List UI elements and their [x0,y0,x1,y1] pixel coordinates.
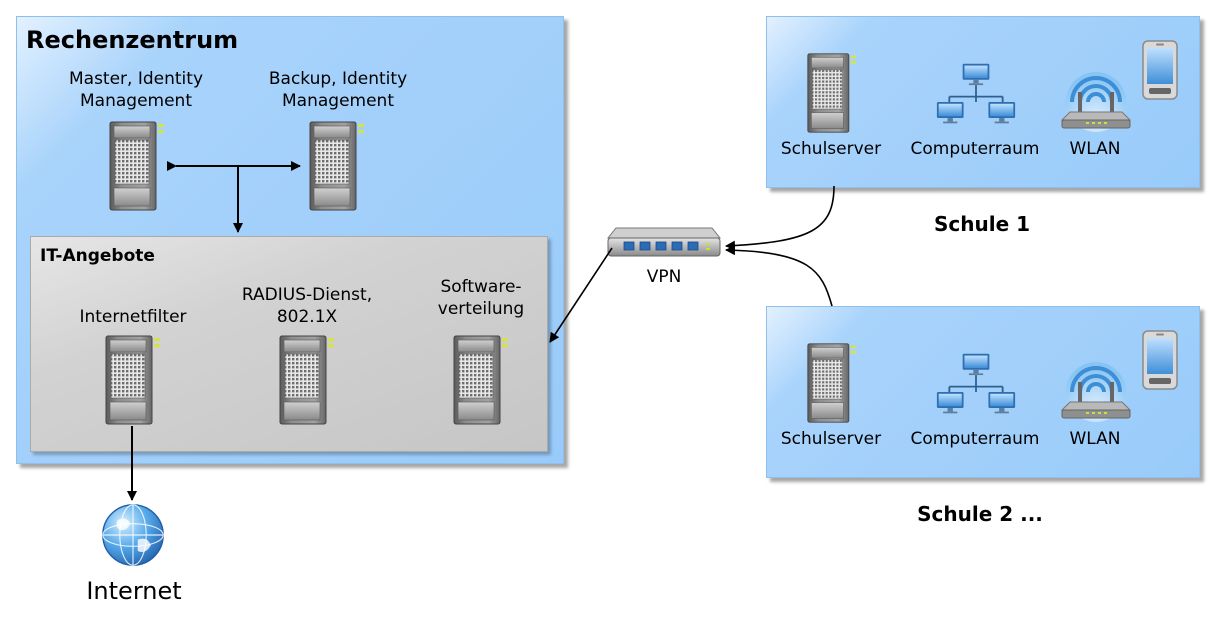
schule2-schulserver-label: Schulserver [780,429,882,449]
schule1-computerraum-label: Computerraum [910,139,1040,159]
schule1-title: Schule 1 [933,212,1031,236]
radius-label: RADIUS-Dienst, 802.1X [241,285,373,327]
it-angebote-title: IT-Angebote [40,246,155,266]
schule2-computerraum-label: Computerraum [910,429,1040,449]
schule2-wlan-label: WLAN [1069,429,1121,449]
schule1-schulserver-label: Schulserver [780,139,882,159]
backup-label: Backup, Identity Management [268,69,408,111]
schule1-wlan-label: WLAN [1069,139,1121,159]
schule1-to-vpn-link [725,185,835,251]
schule2-to-vpn-link [725,245,833,307]
vpn-label: VPN [646,267,682,287]
schule2-title: Schule 2 ... [917,502,1043,526]
internet-label: Internet [86,577,182,605]
rechenzentrum-title: Rechenzentrum [26,26,239,54]
master-label: Master, Identity Management [68,69,204,111]
internetfilter-label: Internetfilter [79,307,187,327]
vpn-to-it-link [549,247,613,343]
software-label: Software- verteilung [437,277,525,319]
